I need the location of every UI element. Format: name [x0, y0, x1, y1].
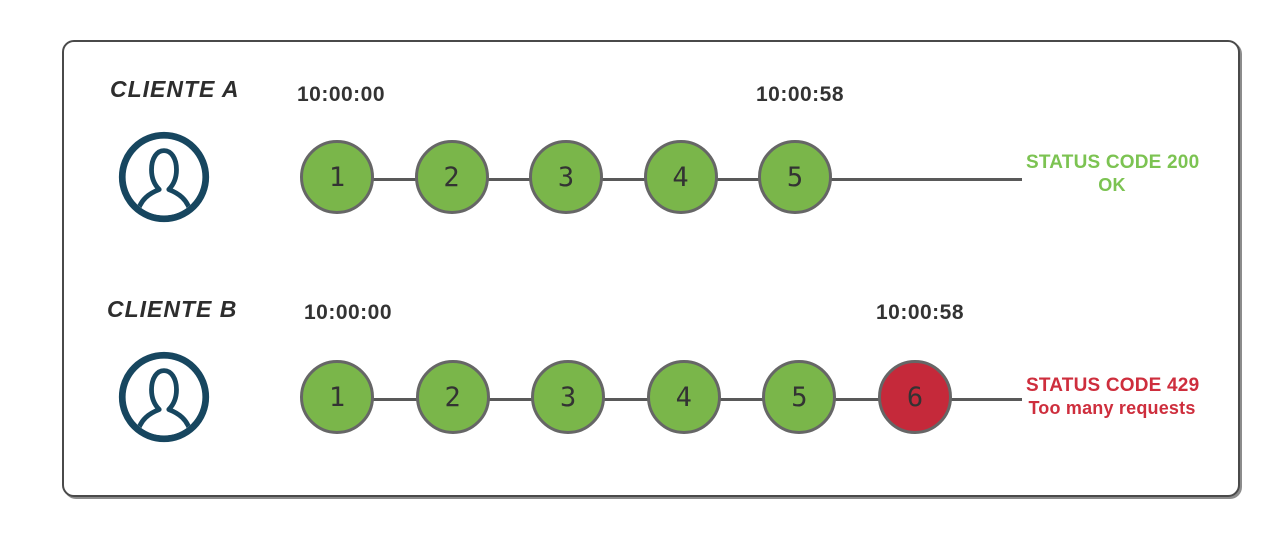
- start-timestamp: 10:00:00: [303, 301, 393, 324]
- end-timestamp: 10:00:58: [755, 83, 845, 106]
- status-message: STATUS CODE 200 OK: [1026, 152, 1200, 196]
- request-circle: 5: [762, 360, 837, 434]
- request-circle: 2: [414, 140, 489, 214]
- request-circle: 1: [300, 140, 374, 214]
- status-detail-text: OK: [1098, 175, 1126, 195]
- request-circle: 5: [758, 140, 832, 214]
- status-code-text: STATUS CODE 200: [1026, 152, 1200, 173]
- request-circle: 3: [531, 360, 606, 434]
- request-circle: 3: [529, 140, 603, 214]
- status-message: STATUS CODE 429 Too many requests: [1026, 375, 1200, 419]
- request-circle: 4: [643, 140, 718, 214]
- end-timestamp: 10:00:58: [875, 301, 965, 324]
- user-icon: [118, 351, 210, 443]
- user-icon: [118, 131, 210, 223]
- request-circle: 2: [415, 360, 490, 434]
- request-circle: 6: [878, 360, 952, 434]
- request-circle: 1: [300, 360, 374, 434]
- status-detail-text: Too many requests: [1028, 398, 1196, 418]
- start-timestamp: 10:00:00: [296, 83, 386, 106]
- request-circle: 4: [646, 360, 721, 434]
- diagram-frame: [62, 40, 1240, 497]
- client-b-label: CLIENTE B: [107, 296, 238, 322]
- status-code-text: STATUS CODE 429: [1026, 375, 1200, 396]
- client-a-label: CLIENTE A: [110, 76, 240, 102]
